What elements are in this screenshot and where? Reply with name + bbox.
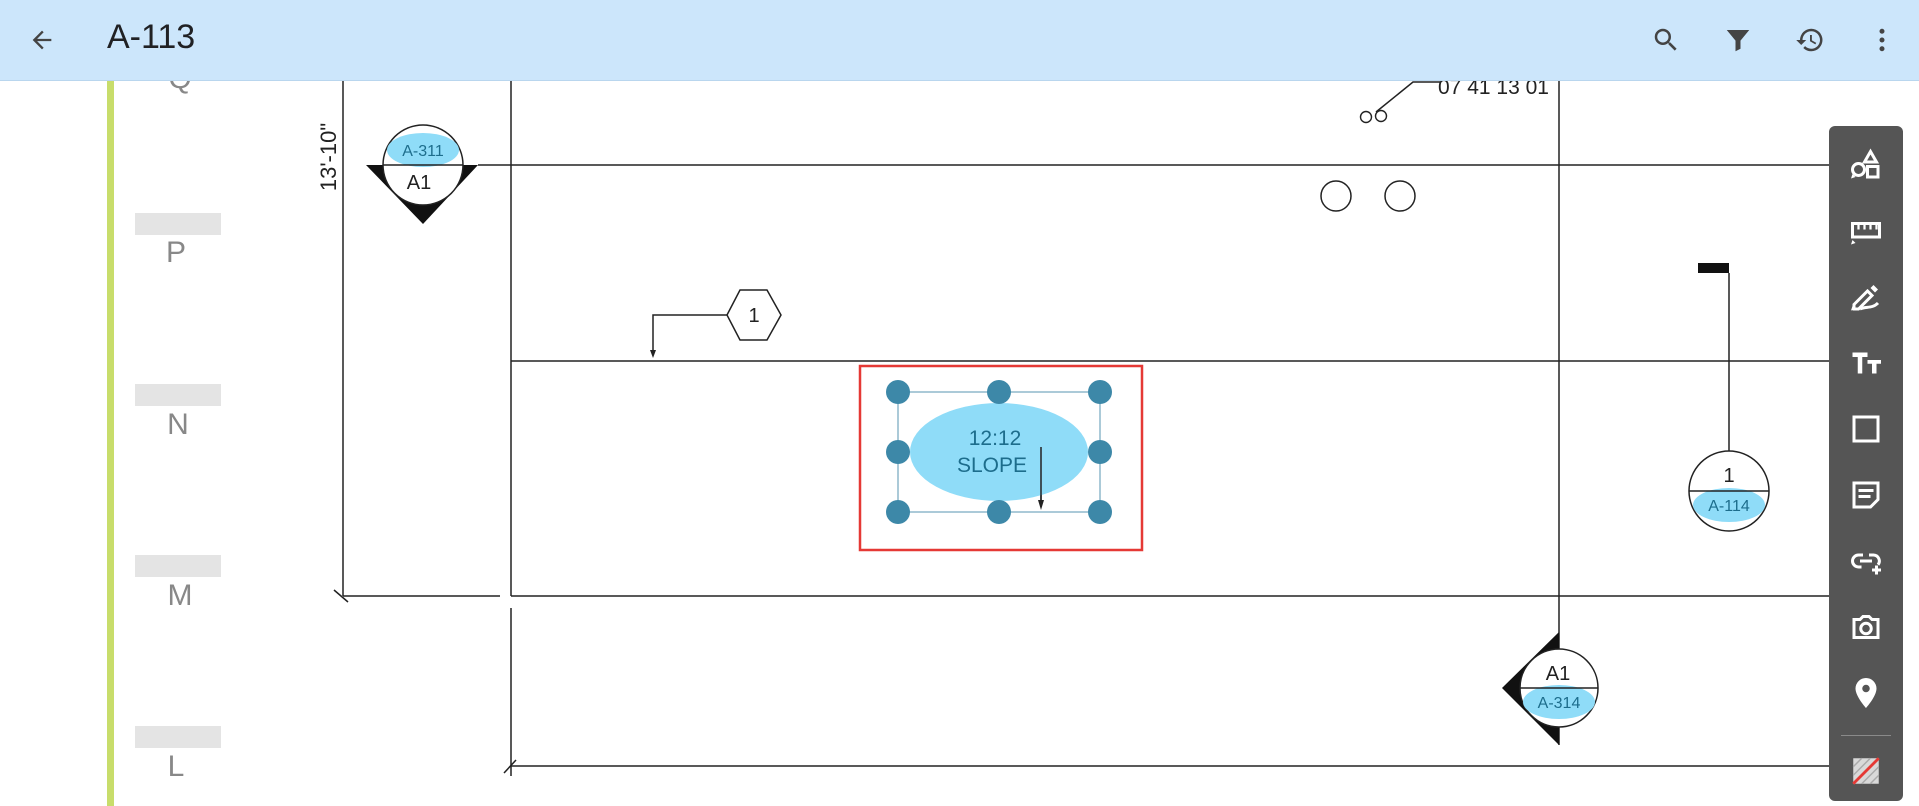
text-icon [1852,352,1881,374]
note-tool[interactable] [1829,467,1903,523]
grid-label-l: L [168,750,185,783]
arrowhead [650,350,656,358]
note-icon [1852,481,1880,509]
pen-icon [1851,285,1880,311]
resize-handle-w[interactable] [886,440,910,464]
grid-label-q: Q [168,81,191,95]
elevation-sheet-label: A-114 [1708,498,1750,515]
shapes-icon [1851,148,1880,179]
camera-icon [1852,615,1880,639]
fixture-circle [1320,180,1352,212]
drawing-lines [333,81,1829,776]
location-pin-icon [1855,678,1877,708]
grid-label-m: M [168,579,193,612]
selection-highlight-box [858,364,1144,552]
slope-ratio: 12:12 [969,427,1022,450]
resize-handle-n[interactable] [987,380,1011,404]
markup-toolbar [1829,126,1903,801]
link-tool[interactable] [1829,533,1903,589]
grid-band [107,81,114,806]
drawing-sheet: Q P N M L [107,81,1829,806]
tag-bar [1698,263,1729,273]
more-options-button[interactable] [1862,20,1902,60]
history-icon [1796,28,1823,52]
section-sheet-label: A-311 [402,143,444,160]
app-bar: A-113 [0,0,1919,81]
keynote-hexagon[interactable] [726,289,782,341]
resize-handle-se[interactable] [1088,500,1112,524]
hatch-tool[interactable] [1829,743,1903,799]
fixture-circle [1384,180,1416,212]
measure-icon [1851,222,1881,245]
elevation-marker[interactable]: 1 A-114 [1688,450,1770,532]
text-tool[interactable] [1829,335,1903,391]
filter-icon [1726,30,1750,52]
search-button[interactable] [1646,20,1686,60]
drawing-canvas[interactable]: Q P N M L [0,81,1919,806]
grid-label-bg [135,213,221,235]
resize-handle-e[interactable] [1088,440,1112,464]
resize-handle-ne[interactable] [1088,380,1112,404]
spec-tag-dot [1374,109,1388,123]
toolbar-divider [1841,735,1891,736]
slope-label: SLOPE [957,454,1027,477]
camera-tool[interactable] [1829,599,1903,655]
section-detail-label: A1 [1546,663,1570,685]
grid-label-bg [135,384,221,406]
dimension-label: 13'-10" [316,123,341,191]
slope-bubble [910,403,1088,501]
resize-handle-sw[interactable] [886,500,910,524]
history-button[interactable] [1790,20,1830,60]
link-icon [1851,553,1881,575]
pen-tool[interactable] [1829,269,1903,325]
selected-slope-annotation[interactable]: 12:12 SLOPE [858,364,1144,552]
spec-tag-dot [1359,110,1373,124]
location-pin-tool[interactable] [1829,665,1903,721]
more-vert-icon [1879,28,1885,52]
keynote-label: 1 [748,305,759,327]
filter-button[interactable] [1718,20,1758,60]
resize-handle-s[interactable] [987,500,1011,524]
grid-label-bg [135,555,221,577]
rectangle-icon [1852,415,1880,443]
grid-label-bg [135,726,221,748]
section-detail-label: A1 [407,172,431,194]
rectangle-tool[interactable] [1829,401,1903,457]
arrow-back-icon [32,30,52,50]
measure-tool[interactable] [1829,203,1903,259]
section-sheet-label: A-314 [1538,695,1581,712]
section-marker-bottom[interactable]: A1 A-314 [1502,632,1599,745]
section-marker-top[interactable]: A-311 A1 [366,124,478,224]
search-icon [1654,28,1677,51]
spec-label: 07 41 13 01 [1438,81,1549,99]
page-title: A-113 [107,18,196,56]
grid-label-n: N [167,408,189,441]
resize-handle-nw[interactable] [886,380,910,404]
shapes-tool[interactable] [1829,137,1903,193]
grid-label-p: P [166,236,186,269]
hatch-icon [1852,757,1880,785]
elevation-detail-label: 1 [1723,465,1734,487]
back-button[interactable] [22,20,62,60]
